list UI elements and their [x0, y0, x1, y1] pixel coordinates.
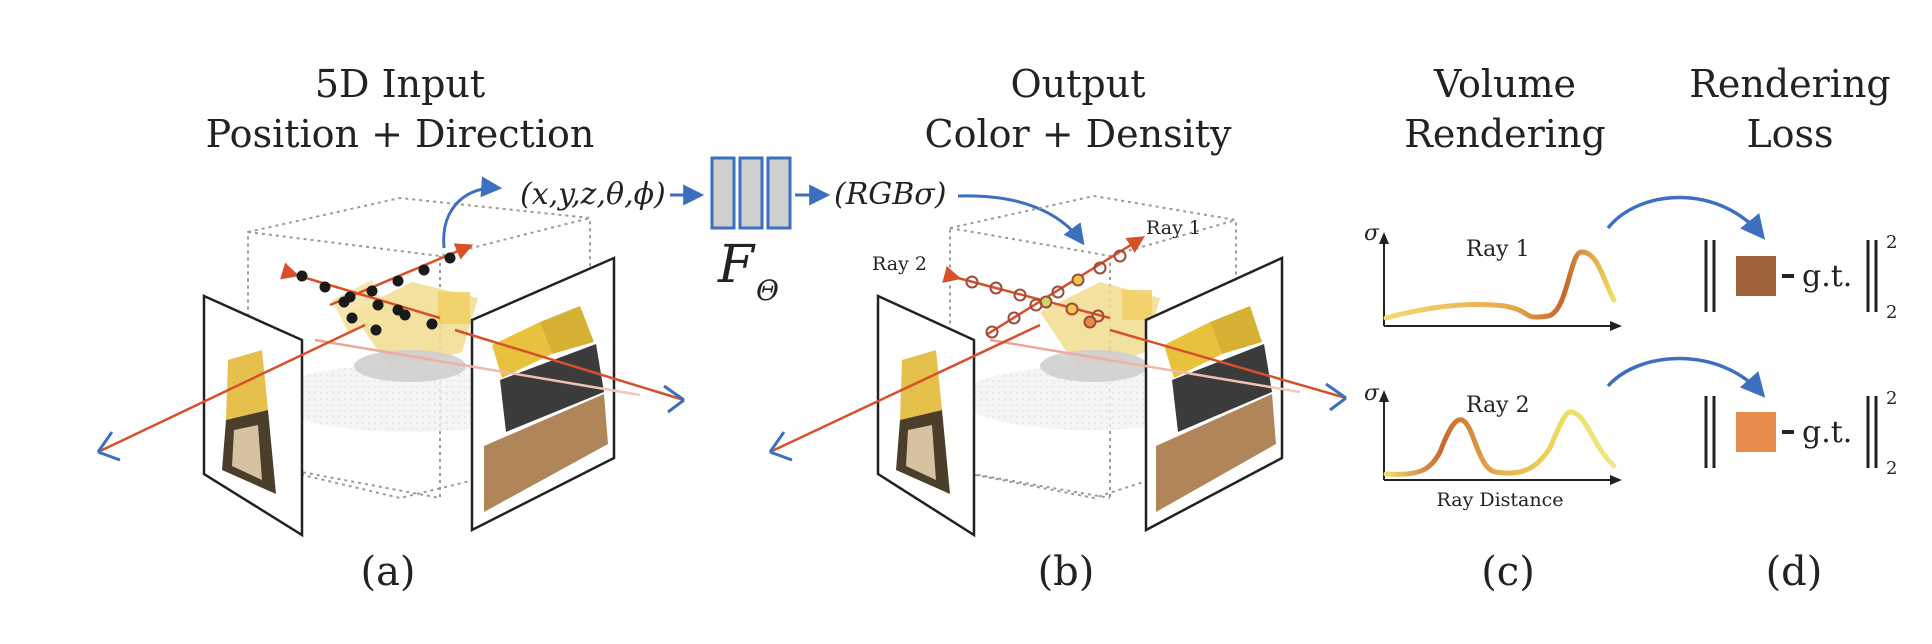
- y-axis-symbol-1: σ: [1364, 221, 1380, 246]
- rendered-color-swatch-2: [1736, 412, 1776, 452]
- y-axis-symbol-2: σ: [1364, 381, 1380, 406]
- ray-1-label: Ray 1: [1146, 217, 1201, 239]
- ray-2-label: Ray 2: [872, 253, 927, 275]
- sample-points-a: [296, 252, 456, 336]
- panel-c-title-line1: Volume: [1433, 62, 1576, 106]
- loss-term-ray-2: g.t. 2 2: [1704, 388, 1897, 479]
- camera-left-a: [96, 431, 121, 462]
- arrow-render-ray-2: [1606, 356, 1766, 398]
- arrow-sample-to-input: [442, 176, 503, 249]
- ray-left-b: [769, 323, 1041, 454]
- arrow-render-ray-1: [1606, 195, 1766, 240]
- arrow-output-to-sample: [957, 194, 1085, 246]
- norm-sup-2: 2: [1886, 388, 1897, 409]
- panel-d-caption: (d): [1766, 549, 1823, 595]
- network-label-subscript: Θ: [756, 274, 779, 307]
- panel-a: 5D Input Position + Direction: [96, 62, 685, 595]
- ray-2-a: [280, 262, 441, 320]
- density-plot-ray-2: σ Ray 2 Ray Distance: [1364, 381, 1622, 511]
- density-curve-2: [1383, 409, 1617, 477]
- plot-2-label: Ray 2: [1466, 393, 1530, 418]
- panel-b-caption: (b): [1038, 549, 1095, 595]
- plot-1-label: Ray 1: [1466, 237, 1530, 262]
- camera-right-b: [1325, 382, 1347, 412]
- ray-left-a: [97, 323, 366, 454]
- norm-sub-2: 2: [1886, 458, 1897, 479]
- panel-c: Volume Rendering σ Ray 1 σ Ray 2 Ray Dis…: [1364, 62, 1622, 595]
- network-label: F: [717, 235, 756, 295]
- image-plane-right-a: [470, 256, 616, 533]
- ray-right-b: [1109, 328, 1347, 400]
- ray-faint-b: [989, 338, 1301, 394]
- image-plane-left-b: [876, 294, 976, 538]
- norm-sup-1: 2: [1886, 232, 1897, 253]
- panel-b-title-line1: Output: [1011, 62, 1146, 106]
- ray-2-b: [942, 265, 1111, 320]
- ray-right-a: [454, 328, 685, 402]
- density-curve-1: [1383, 249, 1617, 321]
- panel-a-title-line2: Position + Direction: [206, 112, 595, 156]
- ray-1-b: [985, 236, 1145, 337]
- panel-d-title-line1: Rendering: [1689, 62, 1891, 106]
- panel-c-title-line2: Rendering: [1404, 112, 1606, 156]
- mlp-icon: [710, 156, 792, 230]
- panel-b-title-line2: Color + Density: [925, 112, 1233, 156]
- panel-a-caption: (a): [360, 549, 415, 595]
- panel-d-title-line2: Loss: [1746, 112, 1833, 156]
- image-plane-left-a: [202, 294, 304, 538]
- rendered-color-swatch-1: [1736, 256, 1776, 296]
- loss-term-ray-1: g.t. 2 2: [1704, 232, 1897, 323]
- panel-b: Output Color + Density: [768, 62, 1347, 595]
- gt-label-2: g.t.: [1802, 415, 1852, 450]
- density-plot-ray-1: σ Ray 1: [1364, 221, 1622, 331]
- input-label: (x,y,z,θ,ϕ): [520, 177, 666, 212]
- norm-sub-1: 2: [1886, 302, 1897, 323]
- ray-faint-a: [314, 338, 641, 397]
- image-plane-right-b: [1144, 256, 1284, 533]
- sample-points-b: [965, 249, 1127, 339]
- output-label: (RGBσ): [834, 177, 947, 212]
- camera-left-b: [768, 431, 793, 462]
- camera-right-a: [663, 384, 685, 414]
- panel-d: Rendering Loss g.t. 2 2 g.t. 2 2: [1606, 62, 1897, 595]
- gt-label-1: g.t.: [1802, 259, 1852, 294]
- panel-c-caption: (c): [1481, 549, 1535, 595]
- network-block: F Θ (RGBσ): [670, 156, 1085, 307]
- x-axis-label: Ray Distance: [1437, 489, 1564, 511]
- panel-a-title-line1: 5D Input: [315, 62, 485, 106]
